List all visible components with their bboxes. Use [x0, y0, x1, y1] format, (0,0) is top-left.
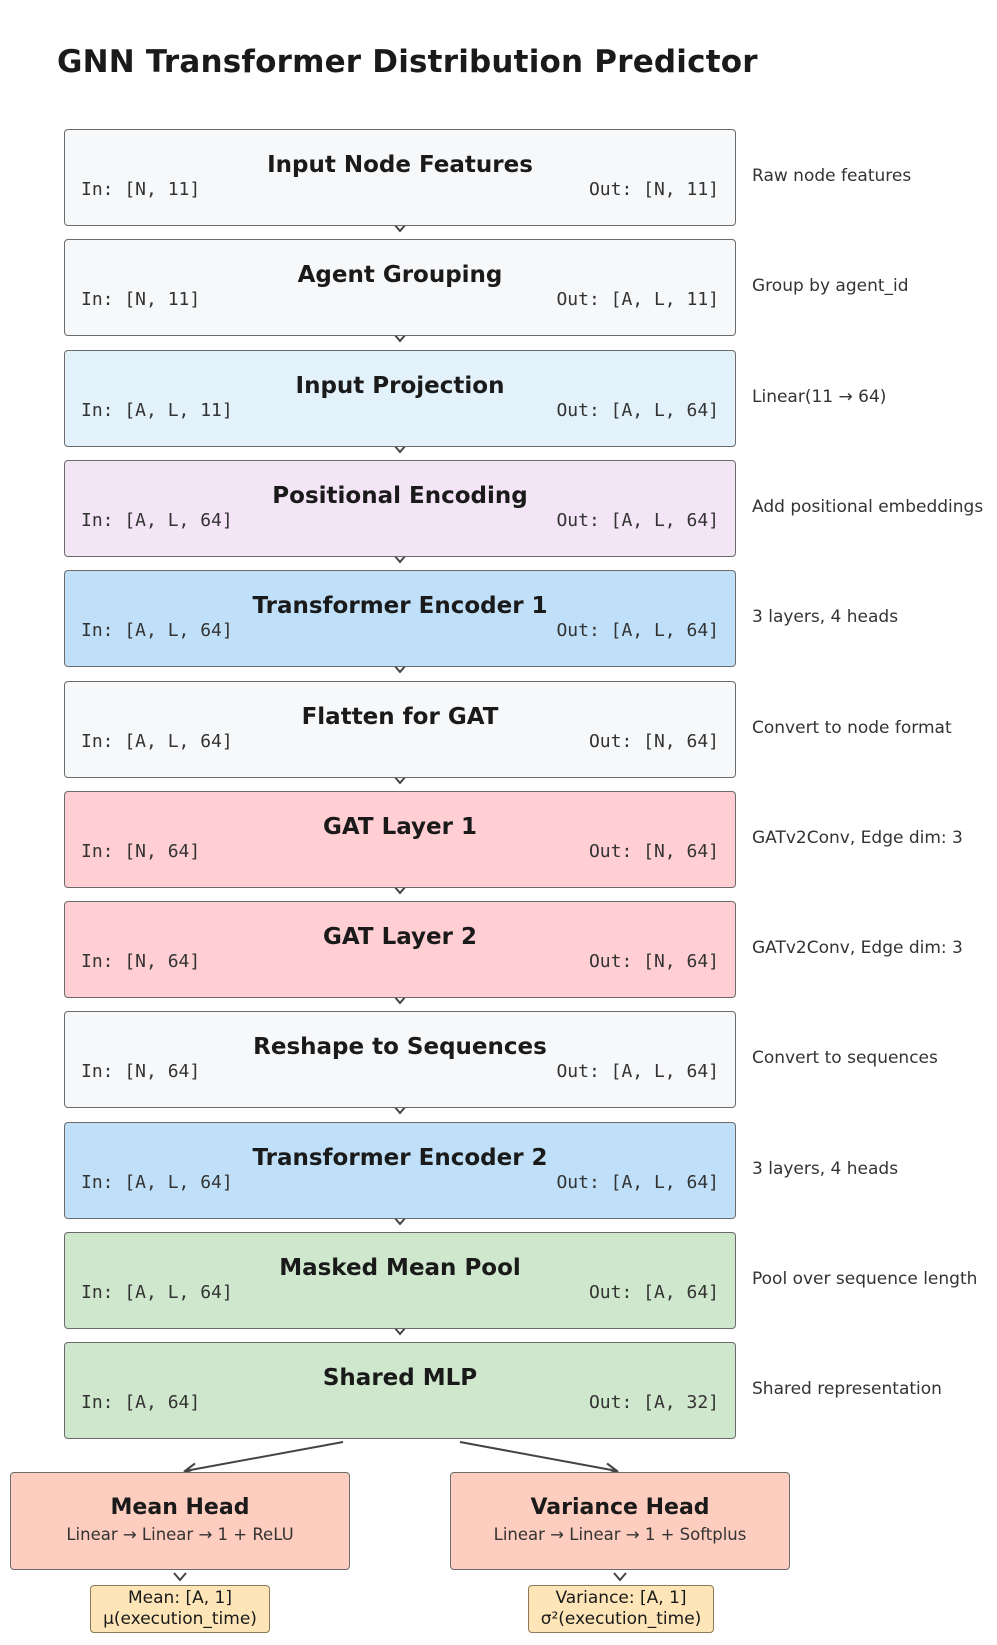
- mean-head: Mean Head Linear → Linear → 1 + ReLU: [10, 1472, 350, 1570]
- stage-gat-layer-1: GAT Layer 1 In: [N, 64] Out: [N, 64]: [64, 791, 736, 888]
- stage-input-shape: In: [N, 64]: [81, 951, 201, 972]
- variance-output-arrow: [613, 1572, 627, 1582]
- stage-input-shape: In: [A, L, 64]: [81, 1172, 233, 1193]
- stage-note: Raw node features: [752, 166, 912, 186]
- stage-output-shape: Out: [A, L, 64]: [556, 1172, 719, 1193]
- stage-note: Pool over sequence length: [752, 1269, 978, 1289]
- stage-note: Group by agent_id: [752, 276, 909, 296]
- stage-output-shape: Out: [A, L, 11]: [556, 289, 719, 310]
- variance-head-subtitle: Linear → Linear → 1 + Softplus: [493, 1525, 747, 1544]
- branch-arrow-variance: [459, 1441, 617, 1471]
- stage-output-shape: Out: [A, L, 64]: [556, 510, 719, 531]
- stage-title: Transformer Encoder 1: [252, 593, 548, 619]
- diagram-title: GNN Transformer Distribution Predictor: [57, 44, 758, 80]
- stage-gat-layer-2: GAT Layer 2 In: [N, 64] Out: [N, 64]: [64, 901, 736, 998]
- stage-note: Convert to sequences: [752, 1048, 938, 1068]
- mean-output-label: μ(execution_time): [103, 1609, 257, 1629]
- variance-output: Variance: [A, 1] σ²(execution_time): [528, 1585, 714, 1633]
- stage-output-shape: Out: [N, 64]: [588, 731, 719, 752]
- branch-arrow-mean: [185, 1441, 344, 1471]
- stage-title: Input Projection: [295, 373, 505, 399]
- stage-note: GATv2Conv, Edge dim: 3: [752, 938, 963, 958]
- variance-head-title: Variance Head: [530, 1495, 710, 1520]
- stage-output-shape: Out: [N, 11]: [588, 179, 719, 200]
- stage-title: Reshape to Sequences: [253, 1034, 547, 1060]
- stage-transformer-encoder-1: Transformer Encoder 1 In: [A, L, 64] Out: …: [64, 570, 736, 667]
- stage-title: Input Node Features: [267, 152, 533, 178]
- stage-title: Flatten for GAT: [301, 704, 499, 730]
- stage-title: Masked Mean Pool: [279, 1255, 521, 1281]
- stage-note: 3 layers, 4 heads: [752, 1159, 899, 1179]
- stage-output-shape: Out: [A, L, 64]: [556, 1061, 719, 1082]
- stage-input-shape: In: [A, L, 64]: [81, 620, 233, 641]
- stage-output-shape: Out: [A, L, 64]: [556, 620, 719, 641]
- mean-head-title: Mean Head: [110, 1495, 250, 1520]
- stage-note: Convert to node format: [752, 718, 952, 738]
- variance-output-label: σ²(execution_time): [540, 1609, 702, 1629]
- stage-input-shape: In: [N, 64]: [81, 1061, 201, 1082]
- stage-transformer-encoder-2: Transformer Encoder 2 In: [A, L, 64] Out: …: [64, 1122, 736, 1219]
- stage-note: Shared representation: [752, 1379, 942, 1399]
- stage-title: Shared MLP: [322, 1365, 478, 1391]
- stage-input-shape: In: [N, 64]: [81, 841, 201, 862]
- stage-input-shape: In: [A, L, 64]: [81, 1282, 233, 1303]
- stage-flatten-for-gat: Flatten for GAT In: [A, L, 64] Out: [N, 64…: [64, 681, 736, 778]
- stage-input-shape: In: [N, 11]: [81, 289, 201, 310]
- variance-output-shape: Variance: [A, 1]: [555, 1588, 687, 1608]
- stage-title: GAT Layer 1: [322, 814, 477, 840]
- stage-output-shape: Out: [A, 64]: [588, 1282, 719, 1303]
- mean-head-subtitle: Linear → Linear → 1 + ReLU: [66, 1525, 294, 1544]
- stage-note: GATv2Conv, Edge dim: 3: [752, 828, 963, 848]
- stage-note: Linear(11 → 64): [752, 387, 887, 407]
- mean-output: Mean: [A, 1] μ(execution_time): [90, 1585, 270, 1633]
- stage-output-shape: Out: [A, 32]: [588, 1392, 719, 1413]
- mean-output-arrow: [173, 1572, 187, 1582]
- stage-input-shape: In: [A, L, 11]: [81, 400, 233, 421]
- stage-input-shape: In: [A, 64]: [81, 1392, 201, 1413]
- stage-note: Add positional embeddings: [752, 497, 984, 517]
- stage-shared-mlp: Shared MLP In: [A, 64] Out: [A, 32]: [64, 1342, 736, 1439]
- stage-input-shape: In: [A, L, 64]: [81, 731, 233, 752]
- variance-head: Variance Head Linear → Linear → 1 + Soft…: [450, 1472, 790, 1570]
- stage-title: GAT Layer 2: [322, 924, 477, 950]
- stage-output-shape: Out: [A, L, 64]: [556, 400, 719, 421]
- stage-title: Positional Encoding: [272, 483, 528, 509]
- stage-title: Agent Grouping: [297, 262, 503, 288]
- stage-note: 3 layers, 4 heads: [752, 607, 899, 627]
- stage-input-shape: In: [N, 11]: [81, 179, 201, 200]
- mean-output-shape: Mean: [A, 1]: [128, 1588, 232, 1608]
- stage-input-shape: In: [A, L, 64]: [81, 510, 233, 531]
- stage-title: Transformer Encoder 2: [252, 1145, 548, 1171]
- stage-output-shape: Out: [N, 64]: [588, 841, 719, 862]
- stage-output-shape: Out: [N, 64]: [588, 951, 719, 972]
